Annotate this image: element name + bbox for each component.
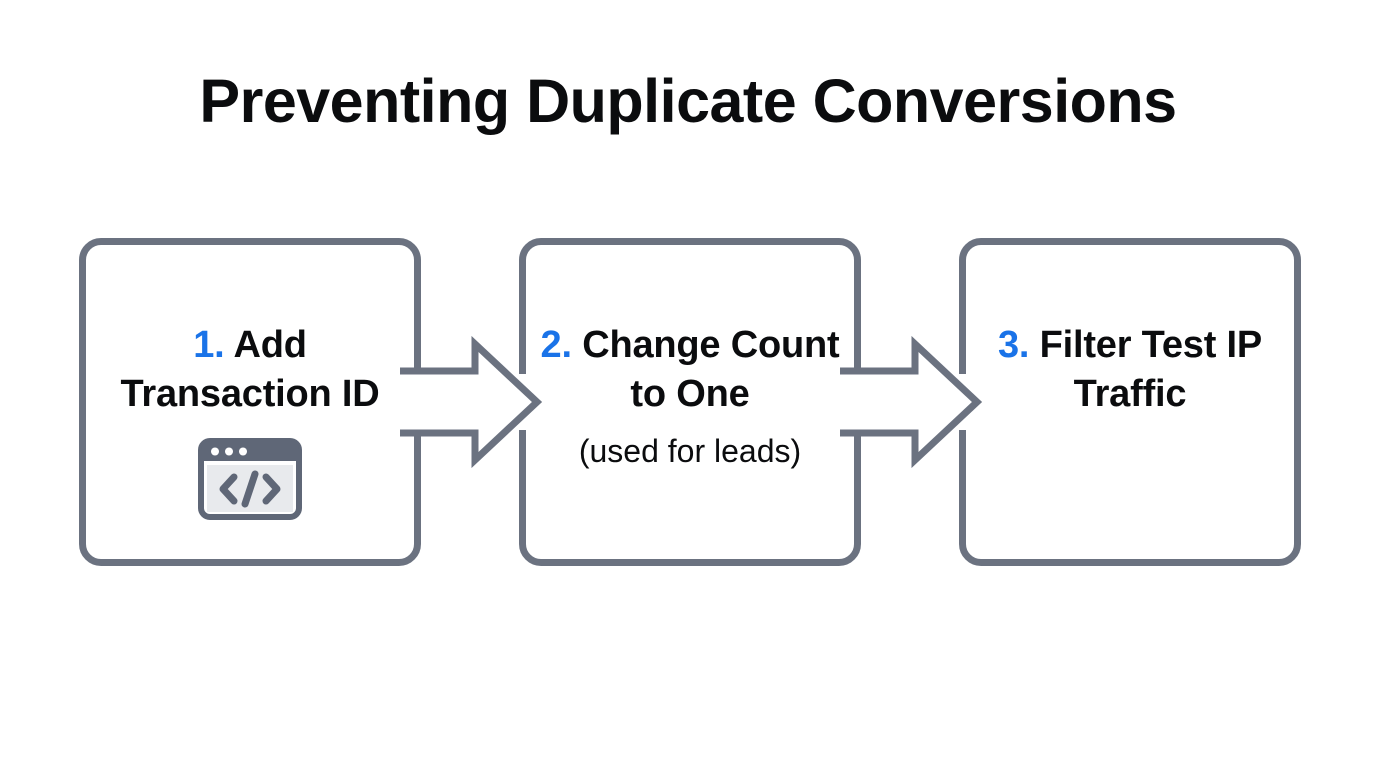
flow-step-1-content: 1. Add Transaction ID — [86, 321, 414, 525]
flow-step-2-heading-text: Change Count to One — [582, 324, 840, 415]
flow-step-3-heading-text: Filter Test IP Traffic — [1039, 324, 1263, 415]
flow-step-1[interactable]: 1. Add Transaction ID — [79, 238, 421, 566]
page-title: Preventing Duplicate Conversions — [199, 67, 1177, 135]
flow-step-1-heading: 1. Add Transaction ID — [100, 321, 400, 418]
flow-step-3[interactable]: 3. Filter Test IP Traffic — [959, 238, 1301, 566]
flow-step-1-heading-text: Add Transaction ID — [120, 324, 380, 415]
flow-step-2-subtitle: (used for leads) — [578, 433, 802, 470]
code-window-icon — [198, 438, 302, 525]
arrow-right-icon-2 — [838, 335, 984, 469]
flow-step-3-content: 3. Filter Test IP Traffic — [966, 321, 1294, 418]
arrow-right-icon-1 — [398, 335, 544, 469]
flow-step-2[interactable]: 2. Change Count to One (used for leads) — [519, 238, 861, 566]
flow-step-1-number: 1. — [193, 324, 225, 366]
flow-step-3-heading: 3. Filter Test IP Traffic — [980, 321, 1280, 418]
flow-step-2-number: 2. — [540, 324, 572, 366]
flow-step-2-heading: 2. Change Count to One — [540, 321, 840, 418]
flow-step-3-number: 3. — [997, 324, 1030, 366]
flow-step-2-content: 2. Change Count to One (used for leads) — [526, 321, 854, 471]
